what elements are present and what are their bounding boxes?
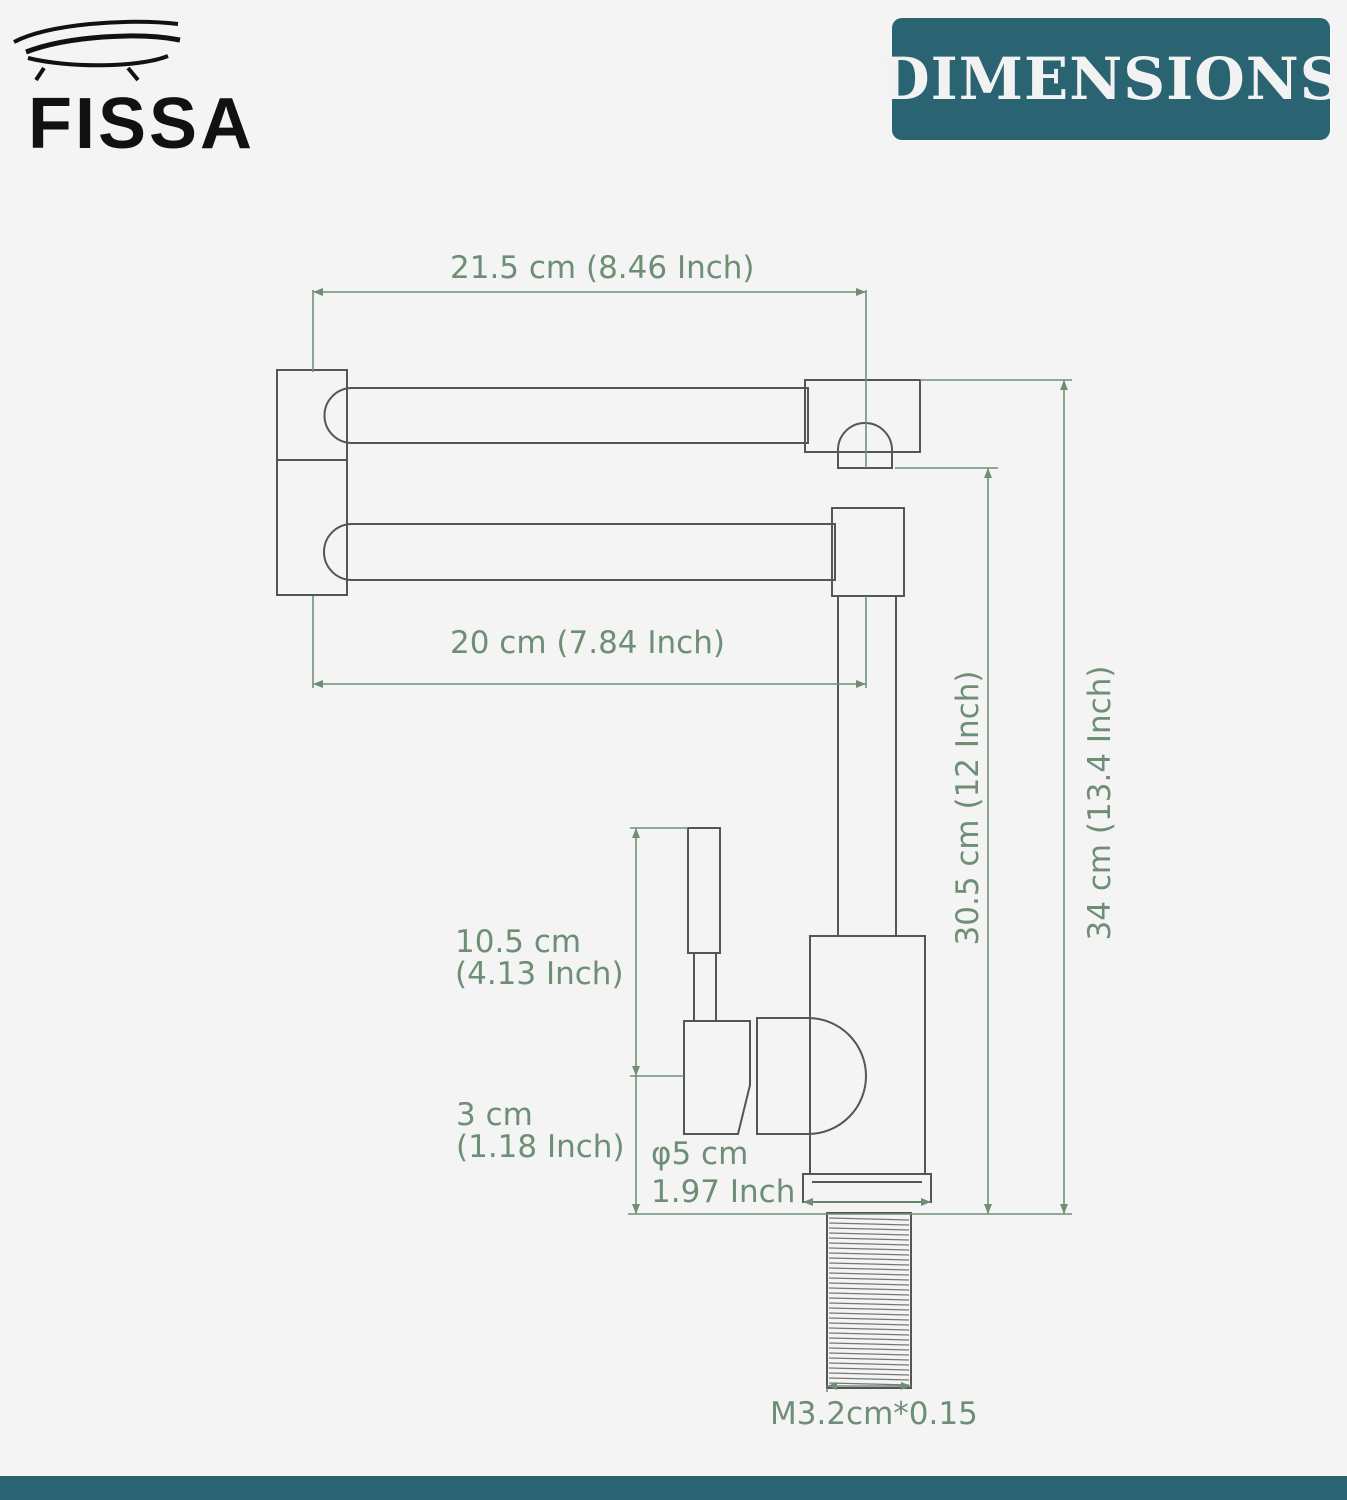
thread-line bbox=[828, 1232, 910, 1236]
page-title: DIMENSIONS bbox=[879, 45, 1343, 113]
handle-height-cm-label: 10.5 cm bbox=[455, 924, 582, 960]
thread-line bbox=[828, 1332, 910, 1336]
thread-line bbox=[828, 1352, 910, 1356]
lower-arm bbox=[323, 523, 836, 581]
thread-line bbox=[828, 1272, 910, 1276]
total-height-label: 34 cm (13.4 Inch) bbox=[1082, 665, 1118, 941]
thread-line bbox=[828, 1327, 910, 1331]
thread-line bbox=[828, 1227, 910, 1231]
base-diameter-in-label: 1.97 Inch bbox=[651, 1174, 796, 1210]
cartridge-dome bbox=[756, 1017, 867, 1135]
thread-line bbox=[828, 1347, 910, 1351]
footer-bar bbox=[0, 1476, 1347, 1500]
thread-line bbox=[828, 1242, 910, 1246]
thread-line bbox=[828, 1252, 910, 1256]
thread-line bbox=[828, 1297, 910, 1301]
spout-height-label: 30.5 cm (12 Inch) bbox=[950, 670, 986, 946]
thread-line bbox=[828, 1257, 910, 1261]
thread-line bbox=[828, 1287, 910, 1291]
base-diameter-cm-label: φ5 cm bbox=[651, 1136, 749, 1172]
faucet-body bbox=[809, 935, 926, 1175]
upper-arm-width-label: 21.5 cm (8.46 Inch) bbox=[450, 250, 755, 286]
threaded-shank bbox=[826, 1212, 912, 1389]
base-height-in-label: (1.18 Inch) bbox=[456, 1129, 625, 1165]
thread-lines bbox=[828, 1217, 910, 1386]
thread-line bbox=[828, 1307, 910, 1311]
handle-height-in-label: (4.13 Inch) bbox=[455, 956, 624, 992]
thread-line bbox=[828, 1337, 910, 1341]
thread-line bbox=[828, 1367, 910, 1371]
thread-line bbox=[828, 1267, 910, 1271]
bathtub-icon bbox=[13, 19, 181, 82]
base-plate bbox=[802, 1173, 932, 1203]
thread-line bbox=[828, 1382, 910, 1386]
title-badge: DIMENSIONS bbox=[879, 18, 1342, 140]
thread-line bbox=[828, 1262, 910, 1266]
swivel-block bbox=[276, 369, 348, 596]
faucet-outline bbox=[276, 369, 932, 1389]
thread-line bbox=[828, 1372, 910, 1376]
thread-line bbox=[828, 1277, 910, 1281]
thread-line bbox=[828, 1322, 910, 1326]
thread-line bbox=[828, 1342, 910, 1346]
thread-line bbox=[828, 1282, 910, 1286]
thread-line bbox=[828, 1292, 910, 1296]
thread-line bbox=[828, 1222, 910, 1226]
thread-line bbox=[828, 1302, 910, 1306]
handle-lever bbox=[687, 827, 721, 954]
thread-line bbox=[828, 1217, 910, 1221]
base-height-cm-label: 3 cm bbox=[456, 1097, 533, 1133]
lower-arm-width-label: 20 cm (7.84 Inch) bbox=[450, 625, 725, 661]
brand-logo: FISSA bbox=[8, 10, 278, 160]
handle-base bbox=[683, 1020, 751, 1135]
riser bbox=[837, 595, 897, 937]
lower-joint bbox=[831, 507, 905, 597]
thread-line bbox=[828, 1317, 910, 1321]
thread-line bbox=[828, 1357, 910, 1361]
upper-arm bbox=[323, 387, 809, 444]
dimension-lines bbox=[312, 290, 1072, 1392]
thread-line bbox=[828, 1237, 910, 1241]
dimension-arrows bbox=[313, 288, 1068, 1390]
thread-spec-label: M3.2cm*0.15 bbox=[770, 1396, 978, 1432]
thread-line bbox=[828, 1377, 910, 1381]
thread-line bbox=[828, 1312, 910, 1316]
spout-tip bbox=[837, 422, 893, 469]
upper-joint bbox=[804, 379, 921, 453]
brand-name: FISSA bbox=[28, 84, 256, 164]
thread-line bbox=[828, 1362, 910, 1366]
thread-line bbox=[828, 1247, 910, 1251]
